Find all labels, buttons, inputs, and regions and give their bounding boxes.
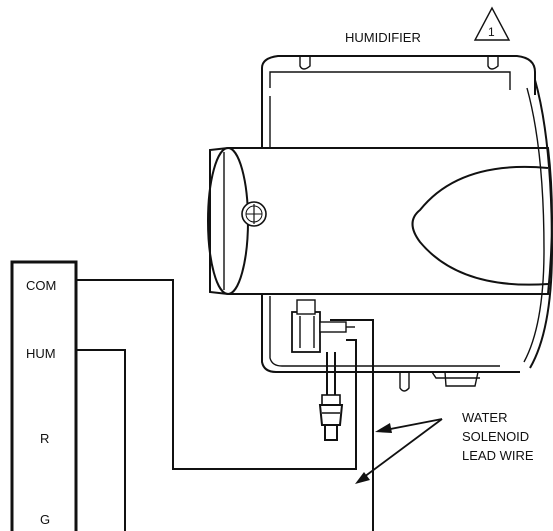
note-number: 1: [488, 25, 495, 39]
callout-arrows: [355, 418, 443, 484]
callout-line-3: LEAD WIRE: [462, 448, 534, 463]
terminal-block: [10, 260, 78, 531]
wire-hum: [76, 349, 126, 531]
callout-line-1: WATER: [462, 410, 508, 425]
wire-com: [76, 279, 357, 470]
note-triangle: 1: [473, 6, 511, 41]
humidifier-unit: [207, 55, 553, 441]
terminal-label-g: G: [40, 512, 50, 527]
solenoid-valve: [291, 311, 321, 353]
wire-solenoid-lead: [330, 319, 374, 531]
humidifier-title: HUMIDIFIER: [345, 30, 421, 45]
terminal-label-com: COM: [26, 278, 56, 293]
terminal-label-hum: HUM: [26, 346, 56, 361]
terminal-label-r: R: [40, 431, 49, 446]
callout-line-2: SOLENOID: [462, 429, 529, 444]
